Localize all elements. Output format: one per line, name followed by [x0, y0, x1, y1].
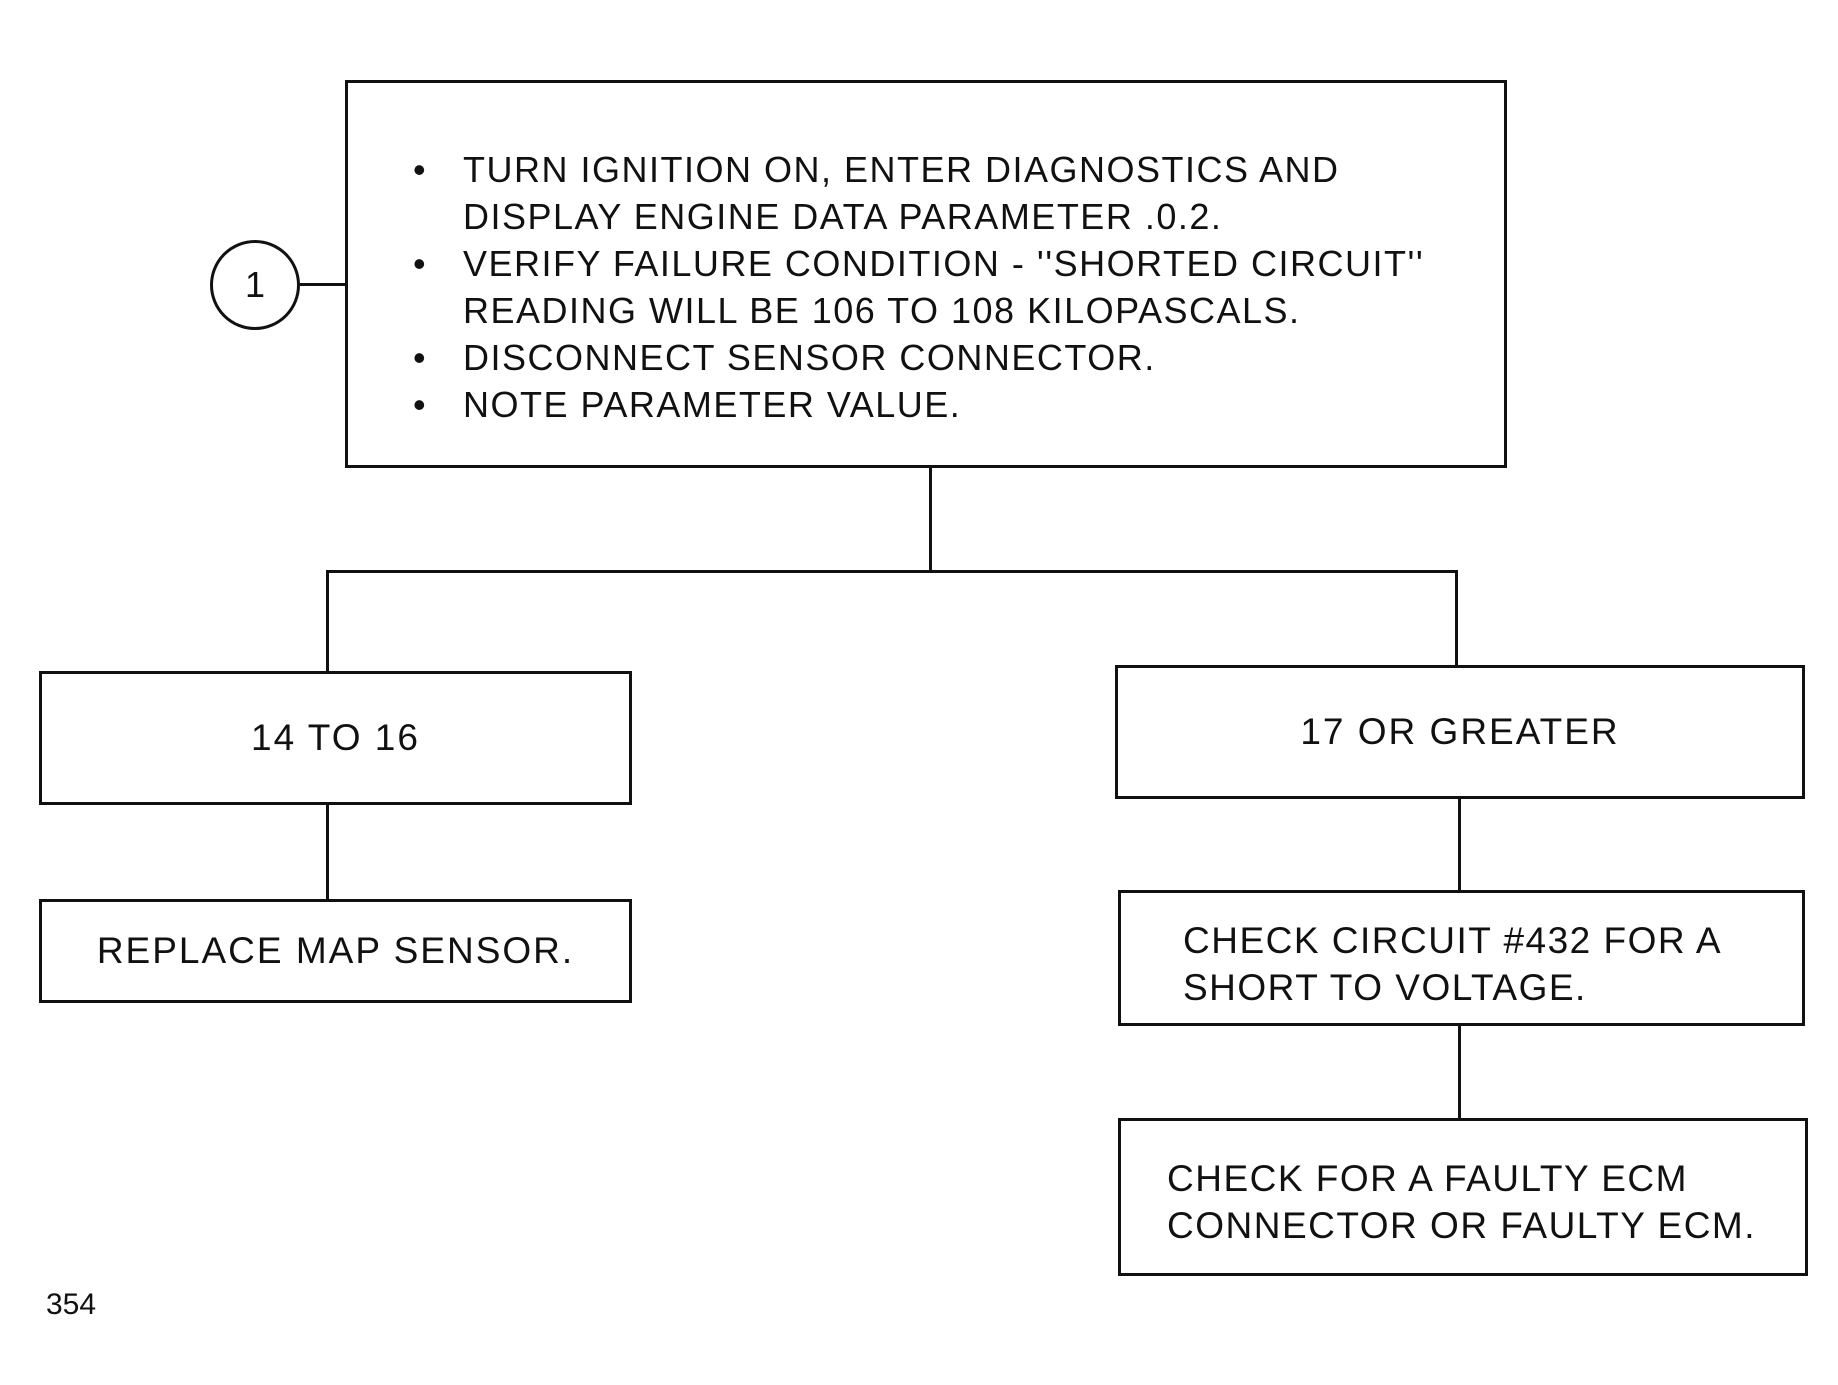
bullet-icon: •	[413, 149, 428, 190]
branch-horizontal-connector	[326, 570, 1458, 573]
bullet-icon: •	[413, 384, 428, 425]
condition-label-right: 17 OR GREATER	[1300, 711, 1620, 752]
condition-box-right: 17 OR GREATER	[1115, 665, 1805, 799]
instruction-text: DISCONNECT SENSOR CONNECTOR.	[463, 337, 1156, 378]
left-condition-to-action-connector	[326, 803, 329, 901]
instruction-box: • TURN IGNITION ON, ENTER DIAGNOSTICS AN…	[345, 80, 1507, 468]
instruction-item: • NOTE PARAMETER VALUE.	[413, 381, 1483, 428]
action-label-replace-sensor: REPLACE MAP SENSOR.	[96, 930, 575, 971]
main-box-down-connector	[929, 466, 932, 572]
action-box-replace-sensor: REPLACE MAP SENSOR.	[39, 899, 632, 1003]
condition-box-left: 14 TO 16	[39, 671, 632, 805]
instruction-text: VERIFY FAILURE CONDITION - ''SHORTED CIR…	[463, 243, 1425, 331]
bullet-icon: •	[413, 243, 428, 284]
instruction-text: NOTE PARAMETER VALUE.	[463, 384, 962, 425]
instruction-item: • DISCONNECT SENSOR CONNECTOR.	[413, 334, 1483, 381]
instruction-item: • TURN IGNITION ON, ENTER DIAGNOSTICS AN…	[413, 146, 1483, 240]
right-action-to-action-connector	[1458, 1024, 1461, 1120]
bullet-icon: •	[413, 337, 428, 378]
circle-to-box-connector	[300, 283, 347, 286]
page-number: 354	[46, 1288, 97, 1321]
instruction-text: TURN IGNITION ON, ENTER DIAGNOSTICS AND …	[463, 149, 1340, 237]
instruction-list: • TURN IGNITION ON, ENTER DIAGNOSTICS AN…	[413, 146, 1483, 428]
right-condition-to-action-connector	[1458, 797, 1461, 892]
action-box-check-ecm: CHECK FOR A FAULTY ECM CONNECTOR OR FAUL…	[1118, 1118, 1808, 1276]
left-branch-connector	[326, 570, 329, 673]
action-label-check-ecm: CHECK FOR A FAULTY ECM CONNECTOR OR FAUL…	[1167, 1158, 1757, 1246]
step-number-circle: 1	[210, 240, 300, 330]
instruction-item: • VERIFY FAILURE CONDITION - ''SHORTED C…	[413, 240, 1483, 334]
action-label-check-circuit: CHECK CIRCUIT #432 FOR A SHORT TO VOLTAG…	[1183, 920, 1721, 1008]
step-number: 1	[244, 264, 266, 305]
right-branch-connector	[1455, 570, 1458, 667]
action-box-check-circuit: CHECK CIRCUIT #432 FOR A SHORT TO VOLTAG…	[1118, 890, 1805, 1026]
condition-label-left: 14 TO 16	[251, 717, 420, 758]
